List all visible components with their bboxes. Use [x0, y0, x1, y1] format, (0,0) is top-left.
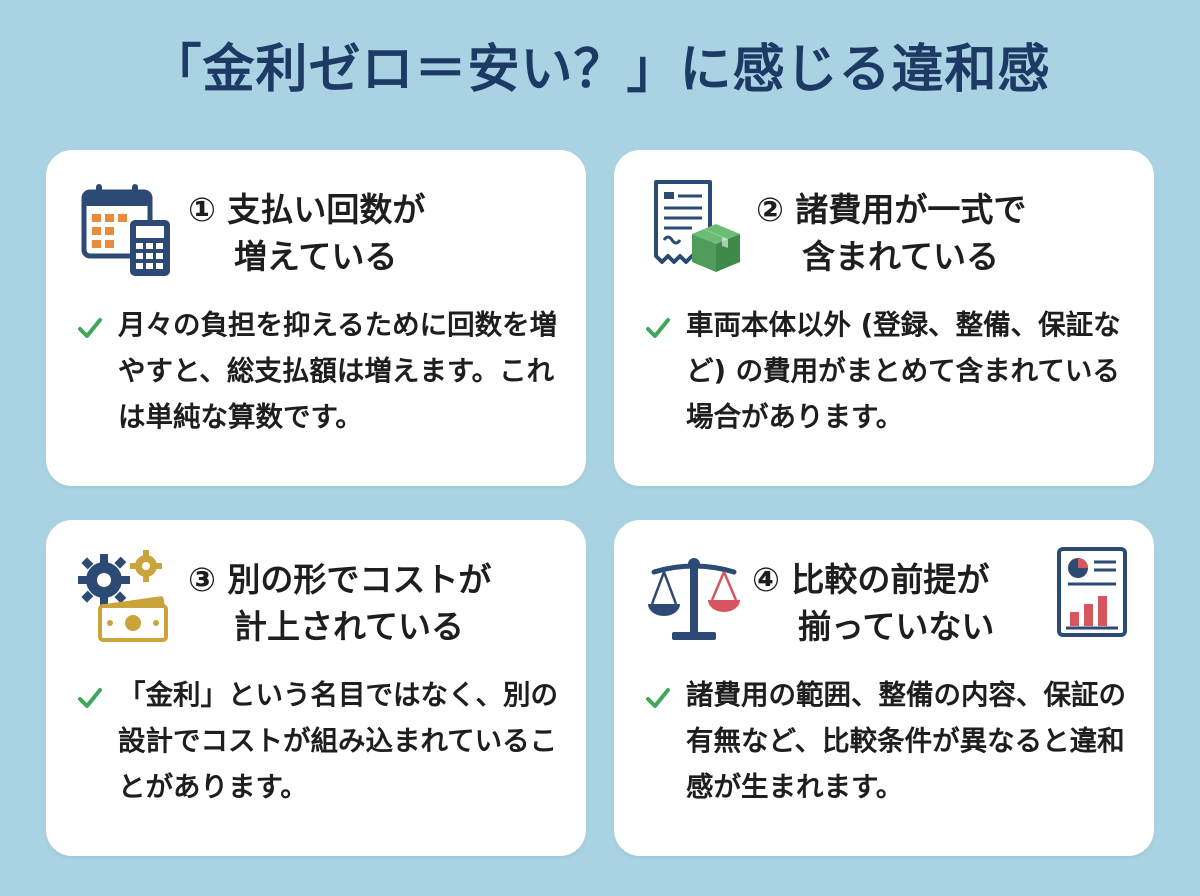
page-title: 「金利ゼロ＝安い？」に感じる違和感	[149, 40, 1051, 100]
card-included-fees: ② 諸費用が一式で 含まれている 車両本体以外 (登録、整備、保証など) の費用…	[614, 150, 1154, 486]
check-icon	[78, 318, 102, 338]
report-chart-icon	[1057, 547, 1127, 637]
scales-icon	[648, 558, 740, 640]
card-heading-line1: ④ 比較の前提が	[752, 560, 990, 599]
calendar-calculator-icon	[81, 184, 170, 276]
card-body-text: 月々の負担を抑えるために回数を増やすと、総支払額は増えます。これは単純な算数です…	[118, 309, 558, 433]
card-heading-line2: 揃っていない	[798, 607, 995, 646]
card-heading: ① 支払い回数が 増えている	[188, 186, 425, 280]
card-heading-line1: ① 支払い回数が	[188, 190, 426, 229]
card-heading-line2: 増えている	[234, 237, 398, 276]
gears-money-icon	[78, 550, 168, 642]
card-body-text: 「金利」という名目ではなく、別の設計でコストが組み込まれていることがあります。	[118, 679, 558, 803]
card-heading-line1: ③ 別の形でコストが	[188, 560, 492, 599]
card-heading: ② 諸費用が一式で 含まれている	[756, 186, 1026, 280]
receipt-box-icon	[654, 180, 740, 272]
check-icon	[646, 688, 670, 708]
card-heading-line2: 計上されている	[234, 607, 465, 646]
card-payment-count: ① 支払い回数が 増えている 月々の負担を抑えるために回数を増やすと、総支払額は…	[46, 150, 586, 486]
card-body-text: 諸費用の範囲、整備の内容、保証の有無など、比較条件が異なると違和感が生まれます。	[686, 679, 1126, 803]
check-icon	[78, 688, 102, 708]
card-heading: ③ 別の形でコストが 計上されている	[188, 556, 491, 650]
card-heading-line2: 含まれている	[802, 237, 1000, 276]
check-icon	[646, 318, 670, 338]
card-heading-line1: ② 諸費用が一式で	[756, 190, 1027, 229]
card-body-text: 車両本体以外 (登録、整備、保証など) の費用がまとめて含まれている場合がありま…	[686, 309, 1121, 433]
card-heading: ④ 比較の前提が 揃っていない	[752, 556, 994, 650]
card-comparison-basis: ④ 比較の前提が 揃っていない 諸費用の範囲、整備の内容、保証の有無など、比較条…	[614, 520, 1154, 856]
card-hidden-costs: ③ 別の形でコストが 計上されている 「金利」という名目ではなく、別の設計でコス…	[46, 520, 586, 856]
